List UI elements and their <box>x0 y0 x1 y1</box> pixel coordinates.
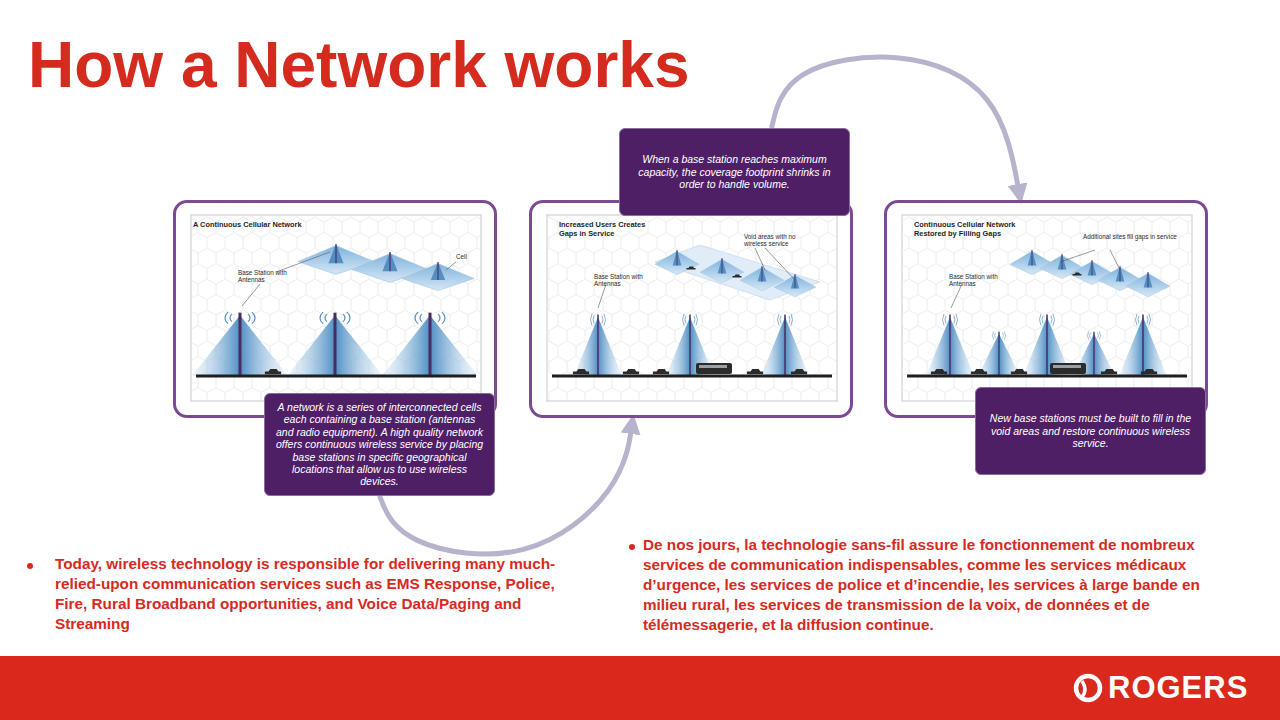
picture-label: Void areas with no wireless service <box>744 233 804 247</box>
bullet-text: De nos jours, la technologie sans-fil as… <box>643 535 1243 634</box>
callout-text: A network is a series of interconnected … <box>275 401 484 488</box>
picture-label: Base Station with Antennas <box>949 273 999 287</box>
panel-picture <box>895 211 1197 407</box>
slide-title: How a Network works <box>28 30 690 100</box>
callout-box: When a base station reaches maximum capa… <box>619 128 850 216</box>
picture-label: Additional sites fill gaps in service <box>1083 233 1183 240</box>
bullet-dot <box>629 544 635 550</box>
panel-picture <box>540 211 842 407</box>
picture-label: Base Station with Antennas <box>594 273 644 287</box>
picture-heading: Increased Users Creates Gaps in Service <box>559 221 654 238</box>
picture-frame: A Continuous Cellular NetworkBase Statio… <box>173 200 497 418</box>
brand-name: ROGERS <box>1108 669 1258 706</box>
callout-box: New base stations must be built to fill … <box>975 387 1206 475</box>
callout-box: A network is a series of interconnected … <box>264 393 495 496</box>
panel-picture <box>184 211 486 407</box>
callout-text: When a base station reaches maximum capa… <box>630 153 839 190</box>
picture-frame: Increased Users Creates Gaps in ServiceB… <box>529 200 853 418</box>
picture-label: Base Station with Antennas <box>238 269 288 283</box>
picture-frame: Continuous Cellular Network Restored by … <box>884 200 1208 418</box>
callout-text: New base stations must be built to fill … <box>986 412 1195 449</box>
bullet-dot <box>27 563 33 569</box>
footer-bar <box>0 656 1280 720</box>
bullet-text: Today, wireless technology is responsibl… <box>55 554 585 634</box>
picture-heading: Continuous Cellular Network Restored by … <box>914 221 1029 238</box>
picture-label: Cell <box>456 253 486 260</box>
logo-mark <box>1076 676 1100 700</box>
picture-heading: A Continuous Cellular Network <box>193 221 353 230</box>
